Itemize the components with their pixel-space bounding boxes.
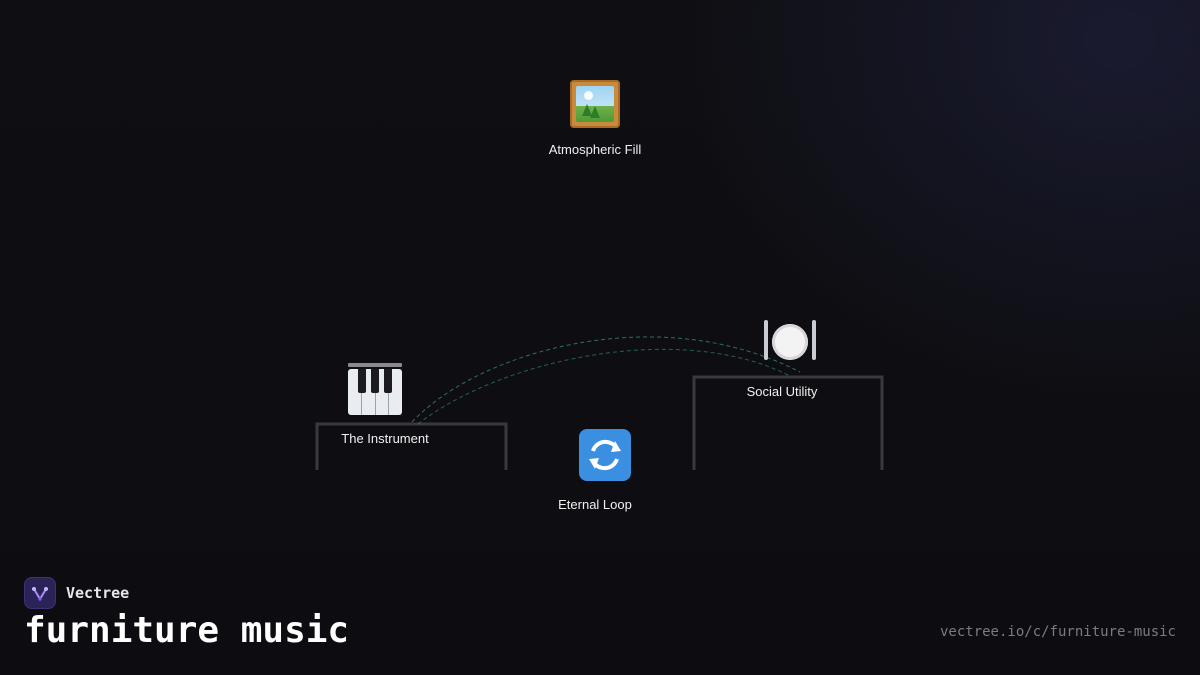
node-label: Social Utility: [746, 384, 818, 399]
node-eternal-loop[interactable]: Eternal Loop: [535, 429, 655, 512]
node-label: Atmospheric Fill: [548, 142, 642, 157]
brand[interactable]: Vectree: [24, 577, 129, 609]
social-bracket: [692, 375, 884, 470]
node-label: Eternal Loop: [558, 497, 632, 512]
node-the-instrument[interactable]: The Instrument: [325, 363, 445, 446]
node-social-utility[interactable]: Social Utility: [722, 320, 842, 399]
counterclockwise-arrows-icon: [579, 429, 631, 481]
vectree-logo-icon: [24, 577, 56, 609]
brand-name: Vectree: [66, 584, 130, 602]
node-label: The Instrument: [341, 431, 429, 446]
edge-instrument-social-outer: [411, 336, 801, 423]
plate-with-cutlery-icon: [762, 320, 818, 364]
piano-keys-icon: [348, 363, 402, 415]
framed-picture-icon: [570, 80, 620, 128]
node-atmospheric-fill[interactable]: Atmospheric Fill: [535, 80, 655, 157]
instrument-bracket: [315, 422, 508, 470]
edge-instrument-social-inner: [417, 348, 791, 425]
page-title: furniture music: [24, 610, 350, 651]
page-url[interactable]: vectree.io/c/furniture-music: [939, 624, 1176, 640]
